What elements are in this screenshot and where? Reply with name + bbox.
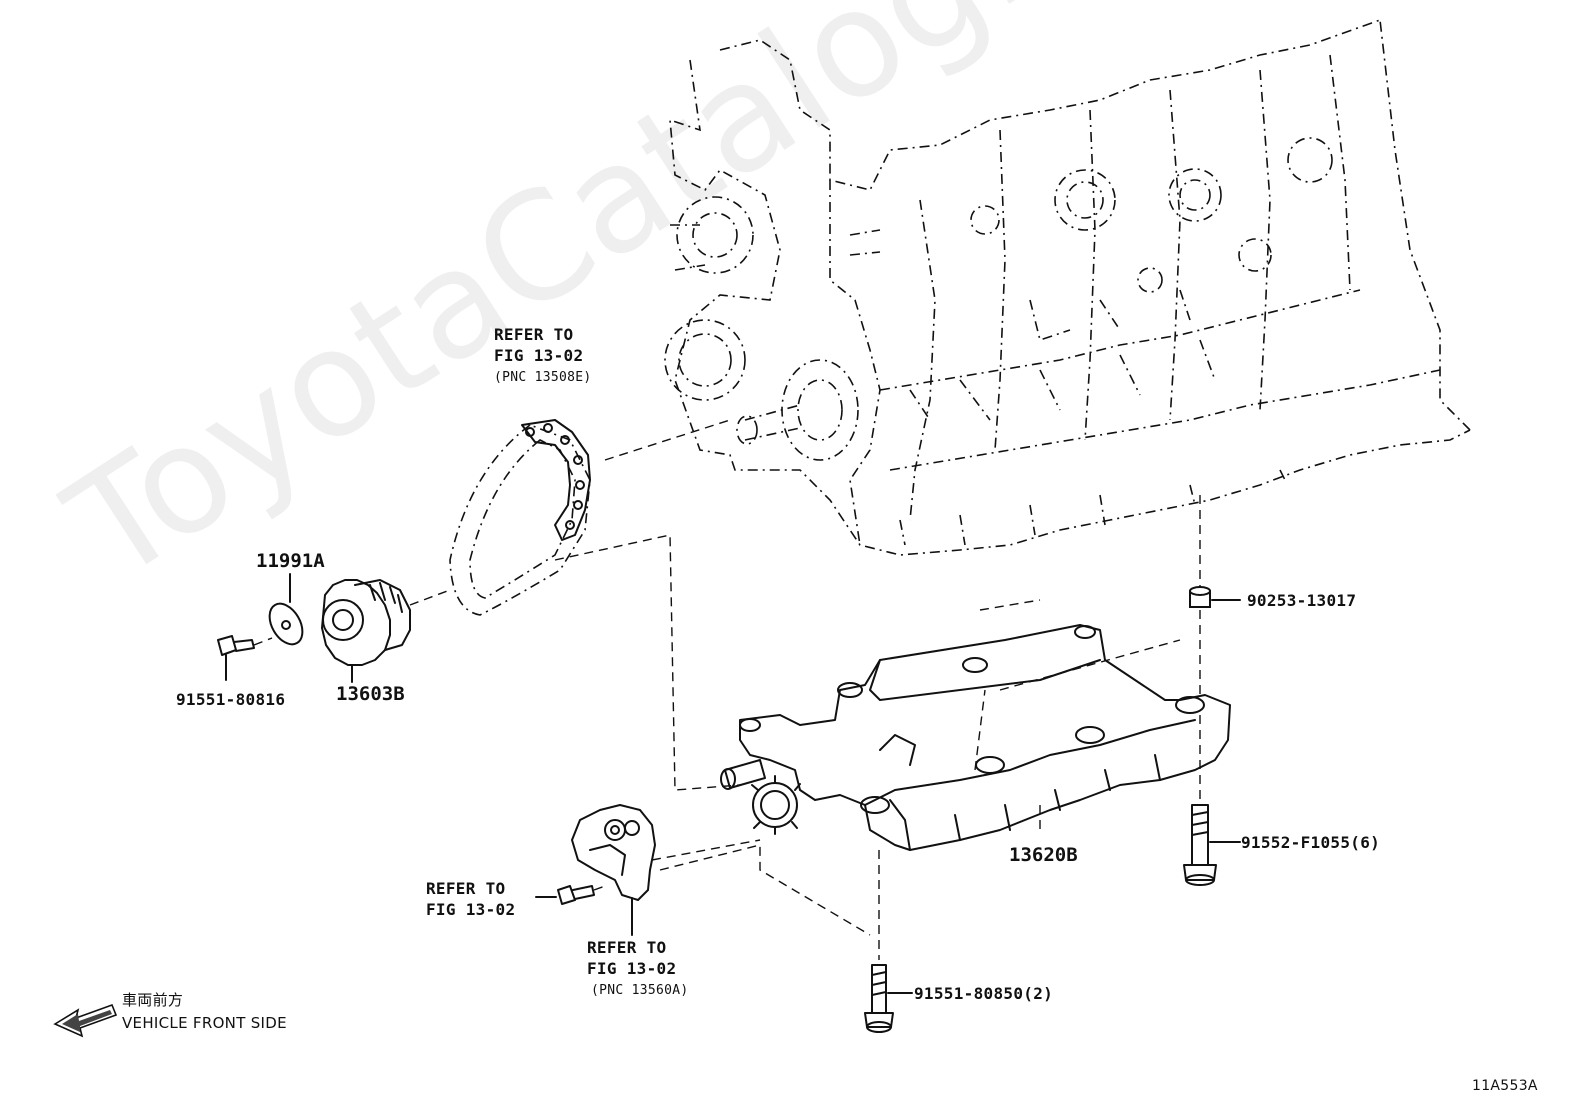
- label-13603B[interactable]: 13603B: [336, 683, 405, 705]
- timing-chain: [449, 419, 731, 616]
- label-91551-80816[interactable]: 91551-80816: [176, 690, 286, 709]
- chain-tensioner: [571, 804, 761, 936]
- tensioner-reference-line2: FIG 13-02: [587, 959, 677, 978]
- label-91551-80850[interactable]: 91551-80850(2): [914, 984, 1054, 1003]
- front-direction-jp: 車両前方: [122, 991, 184, 1009]
- engine-block-ghost: [664, 19, 1471, 556]
- label-11991A[interactable]: 11991A: [256, 550, 325, 572]
- bolt-long-6: [1183, 715, 1241, 886]
- bolt-reference-line1: REFER TO: [426, 879, 506, 898]
- dowel-pin: [1189, 495, 1241, 700]
- tensioner-reference-line3: (PNC 13560A): [591, 983, 689, 998]
- label-13620B[interactable]: 13620B: [1009, 844, 1078, 866]
- tensioner-reference-line1: REFER TO: [587, 938, 667, 957]
- figure-id: 11A553A: [1472, 1078, 1538, 1094]
- tensioner-bolt: [535, 885, 606, 905]
- label-91552-F1055[interactable]: 91552-F1055(6): [1241, 833, 1381, 852]
- bolt-long-2: [864, 850, 913, 1033]
- crankshaft-sprocket: [321, 579, 451, 683]
- washer-plate: [268, 573, 304, 646]
- chain-reference-line3: (PNC 13508E): [494, 370, 592, 385]
- chain-reference-line1: REFER TO: [494, 325, 574, 344]
- bolt-reference-line2: FIG 13-02: [426, 900, 516, 919]
- arrow-left-icon: [53, 1003, 118, 1038]
- chain-reference-line2: FIG 13-02: [494, 346, 584, 365]
- assembly-leaders: [554, 534, 871, 936]
- oil-pump-body: [720, 599, 1231, 851]
- front-direction-en: VEHICLE FRONT SIDE: [122, 1014, 287, 1032]
- label-90253-13017[interactable]: 90253-13017: [1247, 591, 1357, 610]
- bolt-small: [217, 635, 273, 681]
